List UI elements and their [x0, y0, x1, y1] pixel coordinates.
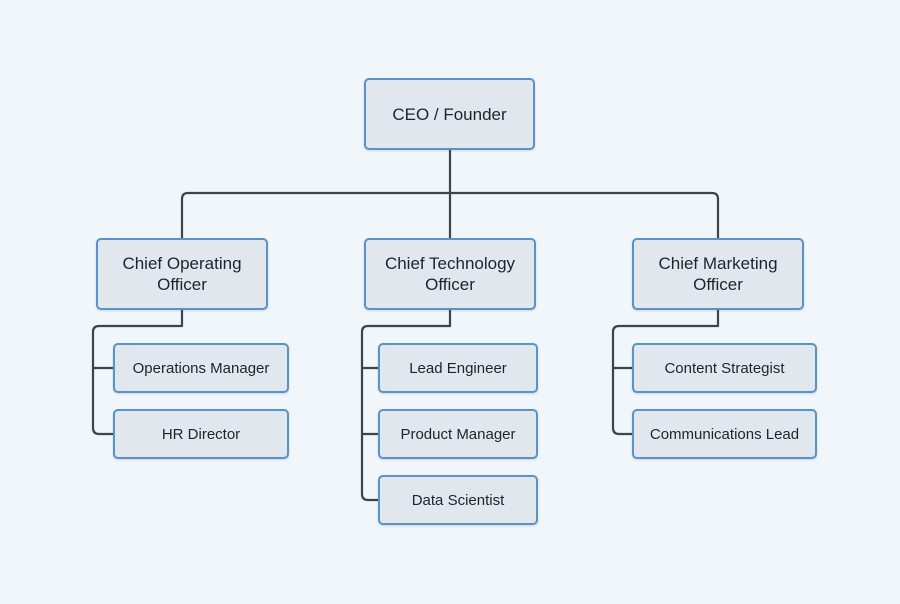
ceo-label: CEO / Founder	[392, 104, 507, 124]
connector-cmo-to-staff	[611, 310, 720, 436]
coo-label: Chief Operating Officer	[122, 254, 242, 294]
hr-director-label: HR Director	[161, 425, 241, 443]
connector-coo-to-staff	[91, 310, 184, 436]
hr-director-node[interactable]: HR Director	[113, 409, 289, 459]
cto-node[interactable]: Chief Technology Officer	[364, 238, 536, 310]
lead-engineer-node[interactable]: Lead Engineer	[378, 343, 538, 393]
product-manager-label: Product Manager	[400, 425, 516, 443]
product-manager-node[interactable]: Product Manager	[378, 409, 538, 459]
cto-label: Chief Technology Officer	[384, 254, 516, 294]
connector-cto-to-staff	[360, 310, 452, 502]
cmo-node[interactable]: Chief Marketing Officer	[632, 238, 804, 310]
content-strategist-node[interactable]: Content Strategist	[632, 343, 817, 393]
communications-lead-label: Communications Lead	[649, 425, 800, 443]
connector-ceo-to-executives	[180, 149, 720, 238]
operations-manager-label: Operations Manager	[132, 359, 270, 377]
content-strategist-label: Content Strategist	[664, 359, 785, 377]
data-scientist-node[interactable]: Data Scientist	[378, 475, 538, 525]
data-scientist-label: Data Scientist	[411, 491, 505, 509]
lead-engineer-label: Lead Engineer	[409, 359, 507, 377]
coo-node[interactable]: Chief Operating Officer	[96, 238, 268, 310]
cmo-label: Chief Marketing Officer	[658, 254, 778, 294]
operations-manager-node[interactable]: Operations Manager	[113, 343, 289, 393]
communications-lead-node[interactable]: Communications Lead	[632, 409, 817, 459]
ceo-node[interactable]: CEO / Founder	[364, 78, 535, 150]
